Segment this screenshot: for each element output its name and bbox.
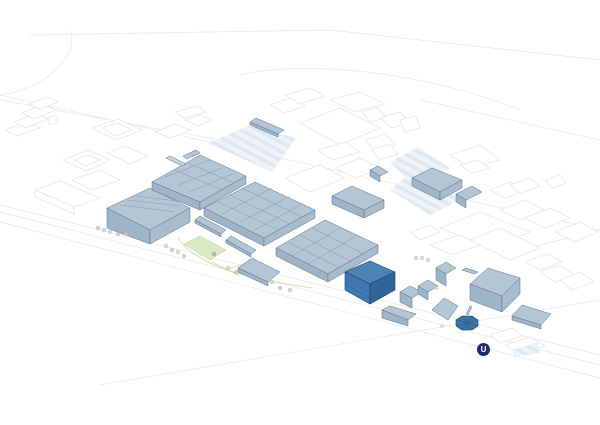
industrial-halls — [106, 117, 552, 330]
highlighted-building — [344, 260, 396, 305]
metro-station-marker: U — [477, 343, 490, 356]
pavilion — [455, 305, 479, 331]
context-buildings — [4, 87, 599, 355]
trees — [95, 225, 444, 328]
